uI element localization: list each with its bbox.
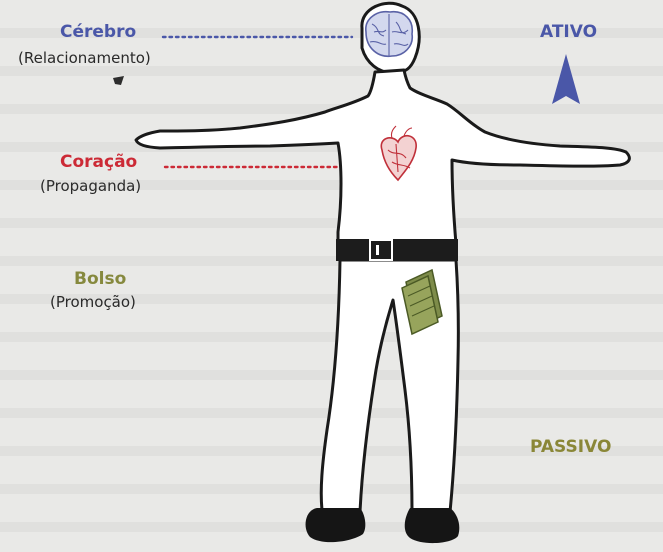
right-shoe — [405, 508, 460, 543]
scale-arrow-head — [552, 54, 580, 104]
pocket-level-title: Bolso — [74, 269, 126, 289]
brain-level-title: Cérebro — [60, 22, 136, 42]
pocket-level-subtitle: (Promoção) — [50, 293, 136, 311]
ink-mark — [113, 76, 124, 85]
brain-level-subtitle: (Relacionamento) — [18, 49, 151, 67]
scale-top-label: ATIVO — [540, 22, 597, 42]
brain-icon — [366, 12, 412, 57]
belt — [336, 239, 458, 261]
left-shoe — [306, 508, 366, 542]
heart-level-title: Coração — [60, 152, 137, 172]
activity-scale — [552, 54, 580, 436]
heart-level-subtitle: (Propaganda) — [40, 177, 141, 195]
scale-bottom-label: PASSIVO — [530, 437, 611, 457]
